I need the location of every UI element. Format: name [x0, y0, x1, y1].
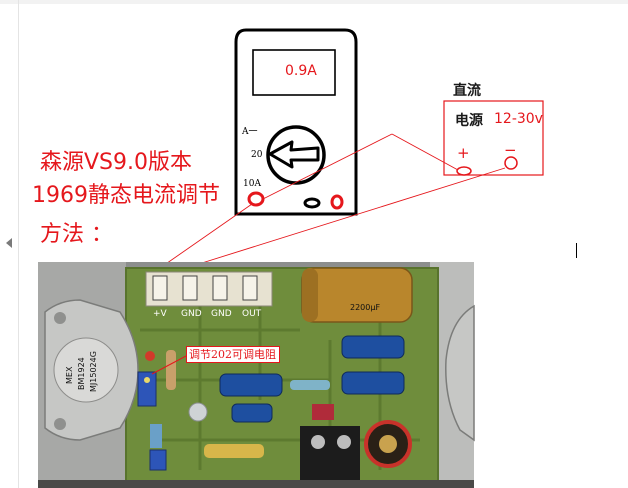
meter-range-label: A一 — [242, 127, 258, 137]
meter-scale-10a: 10A — [243, 179, 261, 189]
window-top-strip — [0, 0, 628, 4]
terminal-label-v: +V — [153, 309, 168, 319]
multimeter-display — [252, 49, 336, 96]
blue-capacitor-2 — [341, 371, 405, 395]
svg-text:2200μF: 2200μF — [350, 303, 380, 312]
dial-pointer-arrow-icon — [268, 140, 320, 169]
dc-label: 直流 — [453, 83, 481, 99]
blue-capacitor-3 — [219, 373, 283, 397]
terminal-label-out: OUT — [242, 309, 262, 319]
blue-capacitor-1 — [341, 335, 405, 359]
terminal-label-gnd-2: GND — [211, 309, 232, 319]
jack-com — [303, 197, 321, 209]
text-cursor — [576, 243, 577, 258]
psu-name: 电源 — [455, 113, 483, 129]
yellow-capacitor — [204, 444, 264, 458]
jack-10a — [247, 191, 265, 207]
led — [145, 351, 155, 361]
wire-meter-to-psu — [262, 133, 393, 200]
psu-minus-label: − — [504, 141, 517, 159]
wire-meter-to-board — [159, 203, 253, 269]
adjust-pot-annotation: 调节202可调电阻 — [186, 346, 280, 364]
meter-reading: 0.9A — [285, 63, 317, 79]
power-supply-box — [443, 100, 544, 176]
wire-psu-plus — [391, 133, 459, 171]
jack-v — [330, 194, 344, 210]
title-line-1: 森源VS9.0版本 — [40, 150, 193, 175]
svg-text:MEX: MEX — [65, 366, 74, 384]
scroll-left-arrow-icon[interactable] — [6, 238, 12, 248]
wire-psu-to-gnd — [185, 167, 506, 269]
screw-terminal — [300, 426, 360, 486]
psu-plus-label: + — [457, 144, 470, 162]
psu-plus-terminal — [456, 166, 472, 176]
svg-text:MJ15024G: MJ15024G — [89, 351, 98, 392]
psu-voltage: 12-30v — [494, 111, 543, 127]
page-left-margin — [18, 0, 19, 488]
title-line-2: 1969静态电流调节 — [32, 183, 220, 208]
psu-minus-terminal — [504, 156, 518, 170]
main-capacitor — [301, 267, 413, 323]
trim-pot-202 — [137, 371, 157, 407]
meter-scale-20: 20 — [251, 150, 263, 160]
transistor-right — [445, 304, 475, 442]
svg-text:BM1924: BM1924 — [77, 357, 86, 390]
terminal-label-gnd-1: GND — [181, 309, 202, 319]
title-line-3: 方法 ： — [40, 222, 113, 247]
amplifier-board-photo: MJ15024G BM1924 MEX +V GND GND OUT 2200μ… — [38, 262, 475, 488]
